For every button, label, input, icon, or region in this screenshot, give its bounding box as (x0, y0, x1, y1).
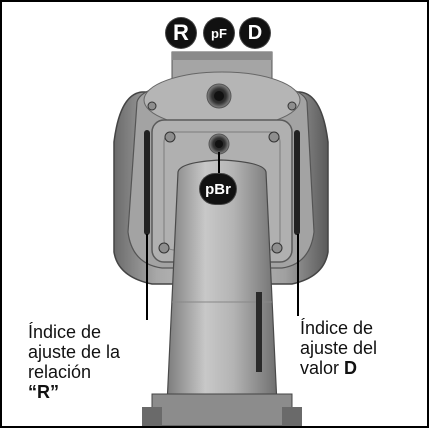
badge-r: R (166, 18, 196, 48)
caption-left-line-4: “R” (28, 382, 59, 402)
badge-pf: pF (204, 18, 234, 48)
badge-pbr: pBr (200, 174, 236, 204)
tube-label (256, 292, 262, 372)
caption-left-line-2: ajuste de la (28, 342, 121, 362)
caption-ratio-index: Índice de ajuste de la relación “R” (28, 322, 120, 402)
badge-d: D (240, 18, 270, 48)
right-index-slot (294, 130, 300, 235)
caption-d-index: Índice de ajuste del valor D (300, 318, 377, 378)
left-index-slot (144, 130, 150, 235)
caption-right-line-1: Índice de (300, 318, 374, 338)
bottom-fitting (151, 393, 293, 426)
screws (147, 101, 297, 254)
caption-left-line-1: Índice de (28, 322, 102, 342)
caption-right-line-3-bold: D (344, 358, 358, 378)
caption-right-line-3: valor (300, 358, 345, 378)
main-tube (165, 159, 279, 426)
caption-right-line-2: ajuste del (300, 338, 378, 358)
caption-left-line-3: relación (28, 362, 92, 382)
